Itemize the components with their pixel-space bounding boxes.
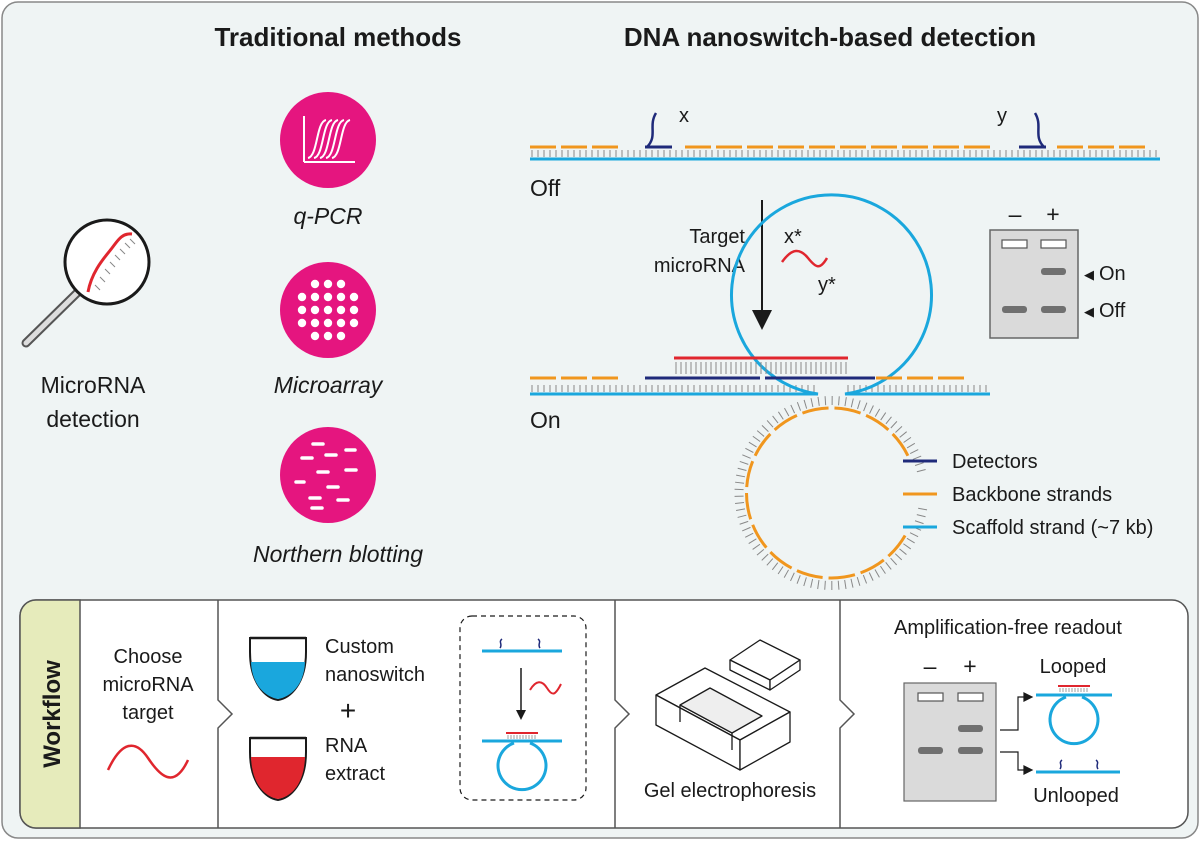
readout-plus-label: + (963, 653, 976, 679)
microrna-strand-icon (106, 744, 190, 779)
magnifier-icon (21, 218, 151, 348)
custom-nanoswitch-label-1: Custom (325, 636, 394, 658)
step1-label-1: Choose (114, 646, 183, 668)
looped-nanoswitch-icon (1036, 685, 1112, 746)
microrna-detection-label-1: MicroRNA (41, 372, 146, 398)
readout-gel (903, 682, 997, 802)
reaction-arrowhead (752, 310, 772, 330)
method-label-northern: Northern blotting (253, 541, 423, 567)
step1-label-2: microRNA (102, 674, 194, 696)
microarray-dot (310, 305, 320, 315)
band-on-marker-icon: ◀ (1084, 267, 1094, 282)
reaction-inset (459, 615, 587, 801)
nanoswitch-on (530, 193, 990, 591)
microarray-dot (323, 305, 333, 315)
qpcr-icon (280, 92, 376, 188)
heading-nanoswitch-detection: DNA nanoswitch-based detection (624, 22, 1036, 52)
detector-y-label: y (997, 105, 1007, 127)
microarray-dot (297, 305, 307, 315)
workflow-panel (19, 599, 1189, 829)
plus-sign: + (340, 695, 356, 726)
microarray-dot (297, 318, 307, 328)
ystar-label: y* (818, 274, 836, 296)
method-label-qpcr: q-PCR (293, 203, 362, 229)
step1-label-3: target (122, 702, 174, 724)
microarray-dot (336, 305, 346, 315)
microarray-dot (336, 292, 346, 302)
heading-traditional-methods: Traditional methods (214, 22, 461, 52)
band-off-marker-icon: ◀ (1084, 304, 1094, 319)
target-microrna-strand (780, 249, 829, 268)
rna-extract-label-1: RNA (325, 735, 368, 757)
custom-nanoswitch-tube-icon (249, 636, 307, 702)
microarray-dot (297, 292, 307, 302)
looped-label: Looped (1040, 656, 1107, 678)
microarray-dot (310, 318, 320, 328)
microarray-dot (310, 292, 320, 302)
off-state-label: Off (530, 175, 561, 201)
readout-minus-label: – (924, 653, 937, 679)
gel-plus-label: + (1046, 201, 1059, 227)
method-label-microarray: Microarray (274, 372, 384, 398)
legend-backbone: Backbone strands (952, 484, 1112, 506)
legend-scaffold: Scaffold strand (~7 kb) (952, 517, 1153, 539)
microarray-dot (336, 279, 346, 289)
target-microrna-label-2: microRNA (654, 255, 746, 277)
microarray-dot (323, 292, 333, 302)
readout-arrows (1000, 692, 1034, 775)
microarray-dot (323, 279, 333, 289)
microarray-dot (323, 331, 333, 341)
gel-band-on-label: On (1099, 263, 1126, 285)
microarray-dot (336, 318, 346, 328)
workflow-title: Workflow (39, 660, 66, 768)
microrna-detection-label-2: detection (46, 406, 139, 432)
detector-x-label: x (679, 105, 689, 127)
gel-minus-label: – (1009, 201, 1022, 227)
unlooped-nanoswitch-icon (1036, 759, 1120, 774)
xstar-label: x* (784, 226, 802, 248)
gel-panel (989, 229, 1079, 339)
microarray-dot (310, 331, 320, 341)
microarray-dot (336, 331, 346, 341)
gel-electrophoresis-label: Gel electrophoresis (644, 780, 816, 802)
gel-band-off-label: Off (1099, 300, 1126, 322)
rna-extract-label-2: extract (325, 763, 385, 785)
microarray-icon (280, 262, 376, 358)
legend-detectors: Detectors (952, 451, 1038, 473)
on-state-label: On (530, 407, 561, 433)
rna-extract-tube-icon (249, 736, 307, 802)
nanoswitch-off (530, 112, 1160, 161)
unlooped-label: Unlooped (1033, 785, 1119, 807)
gel-box-icon (655, 639, 801, 771)
microarray-dot (349, 305, 359, 315)
microarray-dot (349, 318, 359, 328)
microarray-dot (349, 292, 359, 302)
target-microrna-label-1: Target (689, 226, 745, 248)
microarray-dot (323, 318, 333, 328)
microarray-dot (310, 279, 320, 289)
northern-blot-icon (280, 427, 376, 523)
legend: Detectors Backbone strands Scaffold stra… (903, 451, 1153, 539)
custom-nanoswitch-label-2: nanoswitch (325, 664, 425, 686)
readout-title: Amplification-free readout (894, 617, 1122, 639)
